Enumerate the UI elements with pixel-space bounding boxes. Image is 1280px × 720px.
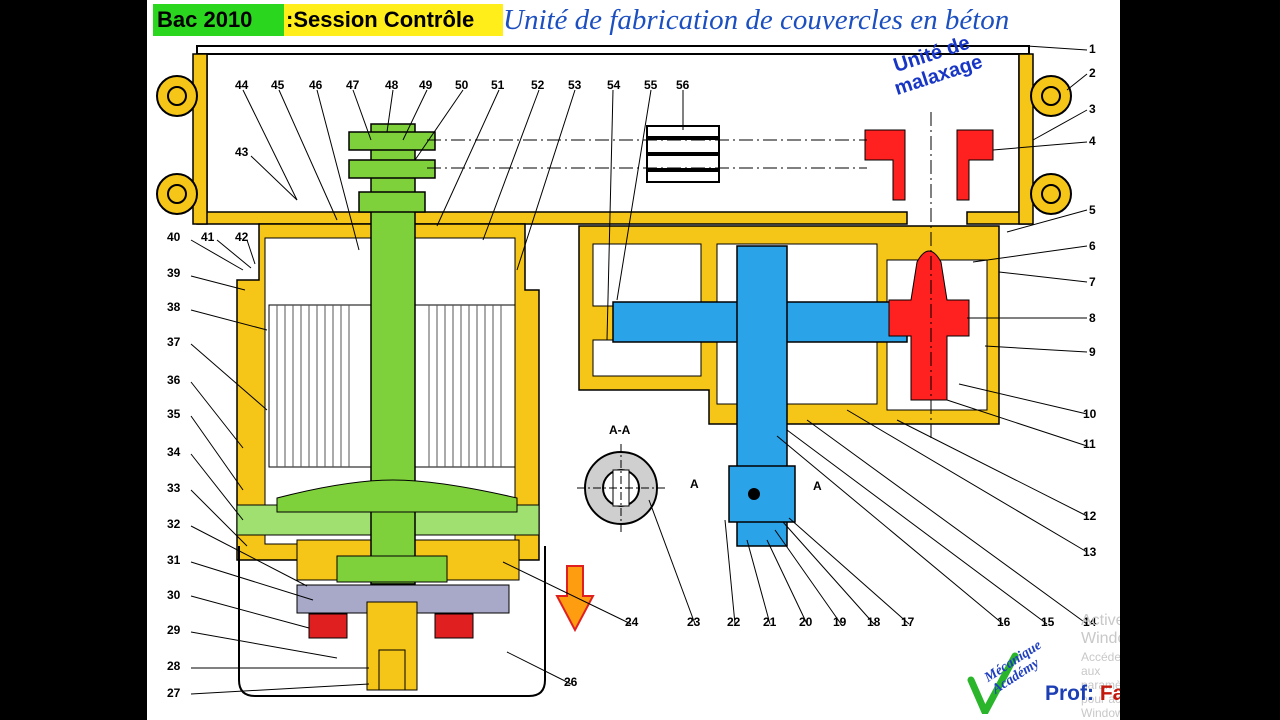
part-number: 17 bbox=[901, 615, 915, 629]
part-number: 29 bbox=[167, 623, 181, 637]
part-number: 31 bbox=[167, 553, 181, 567]
part-number: 48 bbox=[385, 78, 399, 92]
author-credit: Prof: Faysal Rmili bbox=[1045, 682, 1120, 706]
part-number: 35 bbox=[167, 407, 181, 421]
part-number: 49 bbox=[419, 78, 433, 92]
part-number: 12 bbox=[1083, 509, 1097, 523]
part-number: 5 bbox=[1089, 203, 1096, 217]
part-number: 53 bbox=[568, 78, 582, 92]
part-number: 4 bbox=[1089, 134, 1096, 148]
part-number: 13 bbox=[1083, 545, 1097, 559]
part-number: 10 bbox=[1083, 407, 1097, 421]
part-number: 47 bbox=[346, 78, 360, 92]
part-number: 50 bbox=[455, 78, 469, 92]
top-cover bbox=[192, 45, 1034, 225]
part-number: 30 bbox=[167, 588, 181, 602]
part-number: 22 bbox=[727, 615, 741, 629]
part-number: 14 bbox=[1083, 615, 1097, 629]
part-number: 39 bbox=[167, 266, 181, 280]
part-number: 2 bbox=[1089, 66, 1096, 80]
drawing-sheet: Bac 2010 :Session Contrôle Unité de fabr… bbox=[147, 0, 1120, 720]
part-number: 21 bbox=[763, 615, 777, 629]
part-number: 28 bbox=[167, 659, 181, 673]
part-number: 42 bbox=[235, 230, 249, 244]
part-number: 16 bbox=[997, 615, 1011, 629]
part-number: 20 bbox=[799, 615, 813, 629]
part-number: 8 bbox=[1089, 311, 1096, 325]
output-shaft bbox=[612, 245, 908, 547]
motor-shaft bbox=[276, 123, 518, 585]
windows-activation-watermark: Activer Windows Accédez aux paramètres p… bbox=[1081, 612, 1120, 720]
part-number: 18 bbox=[867, 615, 881, 629]
motor-cover bbox=[238, 546, 546, 697]
author-name: Faysal Rmili bbox=[1099, 682, 1120, 705]
pinion-shaft bbox=[864, 112, 994, 440]
part-number: 15 bbox=[1041, 615, 1055, 629]
mecanique-academy-logo: Mécanique Académy bbox=[965, 636, 1055, 714]
chain-sprocket bbox=[427, 125, 867, 183]
part-number: 46 bbox=[309, 78, 323, 92]
part-number: 52 bbox=[531, 78, 545, 92]
drawing-title: Unité de fabrication de couvercles en bé… bbox=[503, 4, 1010, 36]
part-number: 26 bbox=[564, 675, 578, 689]
part-number: 1 bbox=[1089, 42, 1096, 56]
part-number: 37 bbox=[167, 335, 181, 349]
mounting-lugs bbox=[156, 75, 1072, 215]
part-number: 41 bbox=[201, 230, 215, 244]
part-number: 43 bbox=[235, 145, 249, 159]
section-mark-left: A bbox=[690, 477, 699, 491]
header-bac-badge: Bac 2010 bbox=[153, 4, 289, 36]
section-mark-right: A bbox=[813, 479, 822, 493]
part-number: 24 bbox=[625, 615, 639, 629]
watermark-title: Activer Windows bbox=[1081, 612, 1120, 647]
part-number: 51 bbox=[491, 78, 505, 92]
part-number: 23 bbox=[687, 615, 701, 629]
part-number: 19 bbox=[833, 615, 847, 629]
part-number: 9 bbox=[1089, 345, 1096, 359]
part-number: 6 bbox=[1089, 239, 1096, 253]
part-number: 40 bbox=[167, 230, 181, 244]
brake-assembly bbox=[308, 601, 474, 691]
down-arrow-icon bbox=[555, 565, 595, 633]
leader-lines bbox=[190, 45, 1088, 695]
author-prefix: Prof: bbox=[1045, 682, 1100, 705]
technical-drawing: A-A A A bbox=[156, 42, 1097, 700]
header-session-badge: :Session Contrôle bbox=[284, 4, 503, 36]
part-number: 3 bbox=[1089, 102, 1096, 116]
section-a-a: A-A A A bbox=[577, 423, 822, 532]
part-number: 11 bbox=[1083, 437, 1096, 451]
part-number: 27 bbox=[167, 686, 181, 700]
watermark-subtitle: Accédez aux paramètres pour activer Wind… bbox=[1081, 650, 1120, 720]
part-number: 36 bbox=[167, 373, 181, 387]
section-label: A-A bbox=[609, 423, 631, 437]
part-numbers: 1 2 3 4 5 6 7 8 9 10 11 12 13 14 15 16 1… bbox=[167, 42, 1097, 700]
part-number: 45 bbox=[271, 78, 285, 92]
part-number: 54 bbox=[607, 78, 621, 92]
part-number: 38 bbox=[167, 300, 181, 314]
part-number: 55 bbox=[644, 78, 658, 92]
part-number: 33 bbox=[167, 481, 181, 495]
part-number: 56 bbox=[676, 78, 690, 92]
part-number: 44 bbox=[235, 78, 249, 92]
part-number: 32 bbox=[167, 517, 181, 531]
part-number: 7 bbox=[1089, 275, 1096, 289]
part-number: 34 bbox=[167, 445, 181, 459]
